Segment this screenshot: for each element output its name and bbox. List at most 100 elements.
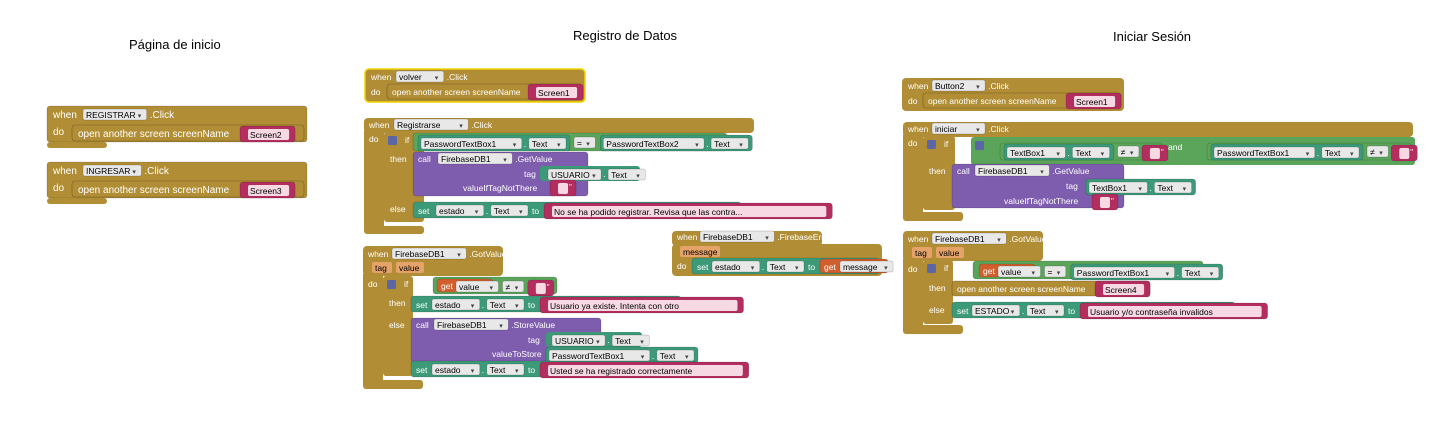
estado-dropdown-exists[interactable] bbox=[431, 298, 481, 311]
screen-name-volver-field[interactable] bbox=[536, 87, 578, 98]
button-dropdown-registrarse-label: Registrarse bbox=[397, 120, 441, 130]
mutator-gear-icon[interactable] bbox=[927, 264, 936, 273]
mutator-gear-icon[interactable] bbox=[387, 280, 396, 289]
button-dropdown-button2[interactable] bbox=[931, 79, 986, 92]
get-message-dropdown[interactable] bbox=[839, 260, 894, 273]
when-keyword: when bbox=[52, 166, 77, 177]
if-else-login-block[interactable] bbox=[923, 260, 953, 324]
then-keyword: then bbox=[929, 166, 946, 176]
if-block-login[interactable] bbox=[923, 136, 955, 210]
dropdown-caret-icon: ▾ bbox=[751, 265, 755, 272]
compare-operator[interactable] bbox=[573, 136, 596, 149]
empty-text-compare-field[interactable] bbox=[535, 283, 546, 294]
if-else-block[interactable] bbox=[383, 276, 413, 376]
estado-dropdown[interactable] bbox=[435, 204, 485, 217]
button-dropdown-volver-label: volver bbox=[399, 72, 422, 82]
estado-dropdown-error[interactable] bbox=[711, 260, 761, 273]
get-message-dropdown-label: message bbox=[843, 262, 878, 272]
login-section-title: Iniciar Sesión bbox=[1113, 29, 1192, 44]
button-dropdown-iniciar[interactable] bbox=[931, 122, 986, 135]
estado-property[interactable] bbox=[490, 204, 529, 217]
dropdown-caret-icon: ▾ bbox=[976, 84, 980, 91]
quote-mark: " bbox=[1161, 148, 1164, 157]
firebase-error-dropdown[interactable] bbox=[699, 230, 775, 243]
usuario-store-property[interactable] bbox=[611, 334, 650, 347]
neq-operator-1[interactable] bbox=[1117, 145, 1140, 158]
screen-name-registrar-field[interactable] bbox=[248, 129, 290, 140]
get-value-login-dropdown-label: value bbox=[1001, 267, 1022, 277]
tag-param[interactable] bbox=[372, 262, 392, 273]
get-value-dropdown[interactable] bbox=[455, 280, 499, 293]
button-dropdown-registrar[interactable] bbox=[82, 108, 147, 121]
password2-getter-component[interactable] bbox=[603, 137, 705, 150]
do-keyword: do bbox=[371, 87, 381, 97]
firebase-dropdown[interactable] bbox=[437, 152, 513, 165]
gotvalue-label: .GotValue bbox=[469, 249, 506, 259]
error-message-text-field[interactable] bbox=[552, 206, 827, 217]
if-keyword: if bbox=[944, 139, 949, 149]
screen-name-button2-field[interactable] bbox=[1074, 96, 1116, 107]
textbox1-getter-property[interactable] bbox=[1072, 146, 1110, 159]
get-value-login-dropdown[interactable] bbox=[997, 265, 1041, 278]
button-dropdown-registrarse[interactable] bbox=[393, 118, 469, 131]
firebase-login-dropdown[interactable] bbox=[974, 164, 1050, 177]
textbox1-tag-getter-component[interactable] bbox=[1088, 181, 1148, 194]
mutator-gear-icon[interactable] bbox=[388, 136, 397, 145]
password2-getter-property[interactable] bbox=[710, 137, 749, 150]
password1-getter-component[interactable] bbox=[420, 137, 523, 150]
message-param[interactable] bbox=[680, 246, 720, 257]
dropdown-caret-icon: ▾ bbox=[1101, 151, 1105, 158]
firebase-gotvalue-dropdown[interactable] bbox=[391, 247, 467, 260]
estado-dropdown-success[interactable] bbox=[431, 363, 481, 376]
usuario-property[interactable] bbox=[607, 168, 646, 181]
firebase-store-dropdown[interactable] bbox=[433, 318, 509, 331]
tag-param[interactable] bbox=[912, 247, 932, 258]
screen-name-screen4-field[interactable] bbox=[1103, 284, 1145, 295]
usuario-dropdown[interactable] bbox=[547, 168, 602, 181]
dropdown-caret-icon: ▾ bbox=[557, 142, 561, 149]
estado-dropdown-success-label: estado bbox=[435, 365, 461, 375]
value-param[interactable] bbox=[936, 247, 964, 258]
empty-text-1-field[interactable] bbox=[1149, 148, 1160, 159]
value-param[interactable] bbox=[396, 262, 424, 273]
empty-text-2-field[interactable] bbox=[1399, 148, 1410, 159]
usuario-store-dropdown[interactable] bbox=[551, 334, 606, 347]
empty-text-default-field[interactable] bbox=[558, 183, 568, 194]
estado-property-error[interactable] bbox=[766, 260, 805, 273]
register-section-title: Registro de Datos bbox=[573, 28, 678, 43]
mutator-gear-icon[interactable] bbox=[927, 140, 936, 149]
estado-property-success[interactable] bbox=[486, 363, 525, 376]
firebase-gotvalue-login-dropdown[interactable] bbox=[931, 232, 1007, 245]
firebase-store-dropdown-label: FirebaseDB1 bbox=[437, 320, 487, 330]
event-block-iniciar[interactable] bbox=[903, 122, 1413, 137]
user-exists-text-value: Usuario ya existe. Intenta con otro bbox=[550, 301, 679, 311]
estado-property-exists[interactable] bbox=[486, 298, 525, 311]
neq-operator[interactable] bbox=[502, 280, 525, 293]
textbox1-getter-component[interactable] bbox=[1006, 146, 1066, 159]
password1-login-getter-component[interactable] bbox=[1213, 146, 1316, 159]
neq-operator-2[interactable] bbox=[1366, 145, 1389, 158]
register-success-text-field[interactable] bbox=[548, 365, 743, 376]
button-dropdown-ingresar[interactable] bbox=[82, 164, 142, 177]
estado-up-dropdown[interactable] bbox=[971, 304, 1021, 317]
password1-login-getter-property[interactable] bbox=[1321, 146, 1360, 159]
password1-compare-getter-property[interactable] bbox=[1181, 266, 1220, 279]
if-keyword: if bbox=[944, 263, 949, 273]
user-exists-text-field[interactable] bbox=[548, 300, 738, 311]
password1-getter-property[interactable] bbox=[528, 137, 567, 150]
mutator-gear-icon[interactable] bbox=[975, 141, 984, 150]
eq-operator-login[interactable] bbox=[1044, 265, 1067, 278]
screen-name-ingresar-field[interactable] bbox=[248, 185, 290, 196]
estado-up-dropdown-label: ESTADO bbox=[975, 306, 1010, 316]
empty-text-default-login-field[interactable] bbox=[1100, 197, 1110, 208]
textbox1-tag-getter-property[interactable] bbox=[1154, 181, 1192, 194]
password1-compare-getter-component-label: PasswordTextBox1 bbox=[1077, 268, 1150, 278]
invalid-credentials-text-field[interactable] bbox=[1088, 306, 1262, 317]
estado-up-property[interactable] bbox=[1026, 304, 1065, 317]
dropdown-caret-icon: ▾ bbox=[976, 127, 980, 134]
dot: . bbox=[1177, 268, 1180, 278]
button-dropdown-volver[interactable] bbox=[395, 70, 445, 83]
dot: . bbox=[762, 262, 765, 272]
password1-compare-getter-component[interactable] bbox=[1073, 266, 1175, 279]
